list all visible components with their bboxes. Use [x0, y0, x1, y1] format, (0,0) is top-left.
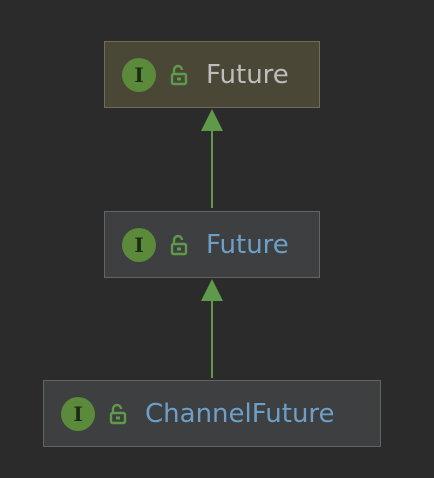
- edge-arrowhead: [201, 279, 223, 301]
- interface-icon: I: [61, 396, 95, 431]
- interface-icon: I: [122, 227, 156, 262]
- node-label: Future: [206, 59, 289, 90]
- interface-icon: I: [122, 57, 156, 92]
- node-label: Future: [206, 229, 289, 260]
- node-future-project[interactable]: I Future: [104, 211, 320, 278]
- open-lock-icon: [109, 403, 127, 424]
- node-channelfuture[interactable]: I ChannelFuture: [43, 380, 381, 447]
- open-lock-icon: [170, 64, 188, 85]
- edge-arrowhead: [201, 109, 223, 131]
- node-future-library[interactable]: I Future: [104, 41, 320, 108]
- open-lock-icon: [170, 234, 188, 255]
- node-label: ChannelFuture: [145, 398, 335, 429]
